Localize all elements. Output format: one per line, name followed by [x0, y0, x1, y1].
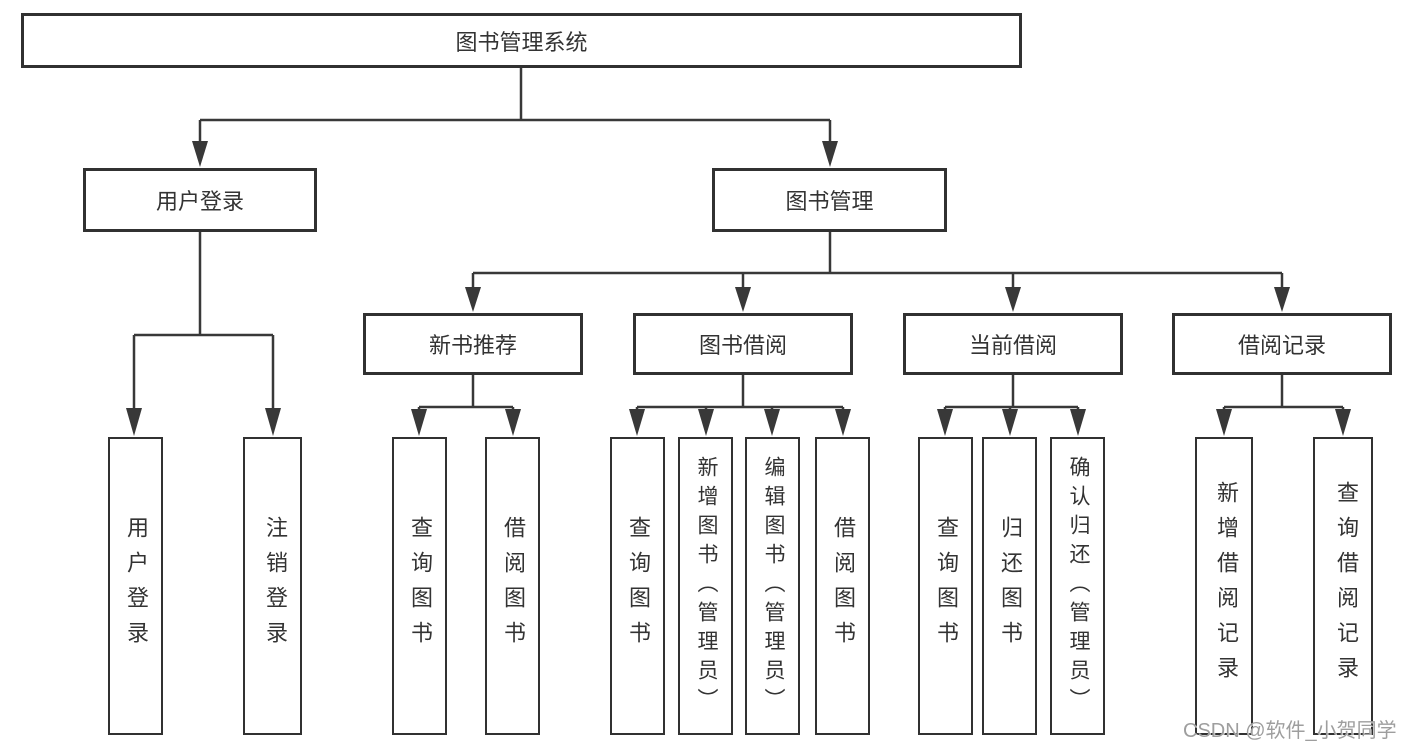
- arrowhead: [411, 409, 427, 436]
- arrowhead: [1216, 409, 1232, 436]
- arrowhead: [465, 287, 481, 312]
- leaf-query-books-3: 查询图书: [918, 437, 973, 735]
- arrowhead: [629, 409, 645, 436]
- arrowhead: [937, 409, 953, 436]
- leaf-query-books-1: 查询图书: [392, 437, 447, 735]
- arrowhead: [1274, 287, 1290, 312]
- node-borrow-records: 借阅记录: [1172, 313, 1392, 375]
- node-book-borrow: 图书借阅: [633, 313, 853, 375]
- arrowhead: [126, 408, 142, 436]
- leaf-add-borrow-record: 新增借阅记录: [1195, 437, 1253, 735]
- leaf-user-login: 用户登录: [108, 437, 163, 735]
- watermark: CSDN @软件_小贺同学: [1183, 720, 1397, 742]
- arrowhead: [1070, 409, 1086, 436]
- node-book-management: 图书管理: [712, 168, 947, 232]
- leaf-confirm-return-admin: 确认归还（管理员）: [1050, 437, 1105, 735]
- arrowhead: [835, 409, 851, 436]
- arrowhead: [1002, 409, 1018, 436]
- leaf-logout: 注销登录: [243, 437, 302, 735]
- node-user-login: 用户登录: [83, 168, 317, 232]
- leaf-add-book-admin: 新增图书（管理员）: [678, 437, 733, 735]
- node-current-borrow: 当前借阅: [903, 313, 1123, 375]
- leaf-edit-book-admin: 编辑图书（管理员）: [745, 437, 800, 735]
- arrowhead: [1005, 287, 1021, 312]
- arrowhead: [822, 141, 838, 167]
- arrowhead: [265, 408, 281, 436]
- leaf-query-books-2: 查询图书: [610, 437, 665, 735]
- arrowhead: [192, 141, 208, 167]
- arrowhead: [1335, 409, 1351, 436]
- leaf-return-book: 归还图书: [982, 437, 1037, 735]
- arrowhead: [764, 409, 780, 436]
- node-root: 图书管理系统: [21, 13, 1022, 68]
- leaf-borrow-books-2: 借阅图书: [815, 437, 870, 735]
- arrowhead: [698, 409, 714, 436]
- arrowhead: [735, 287, 751, 312]
- leaf-query-borrow-record: 查询借阅记录: [1313, 437, 1373, 735]
- leaf-borrow-books-1: 借阅图书: [485, 437, 540, 735]
- node-new-book-recommend: 新书推荐: [363, 313, 583, 375]
- arrowhead: [505, 409, 521, 436]
